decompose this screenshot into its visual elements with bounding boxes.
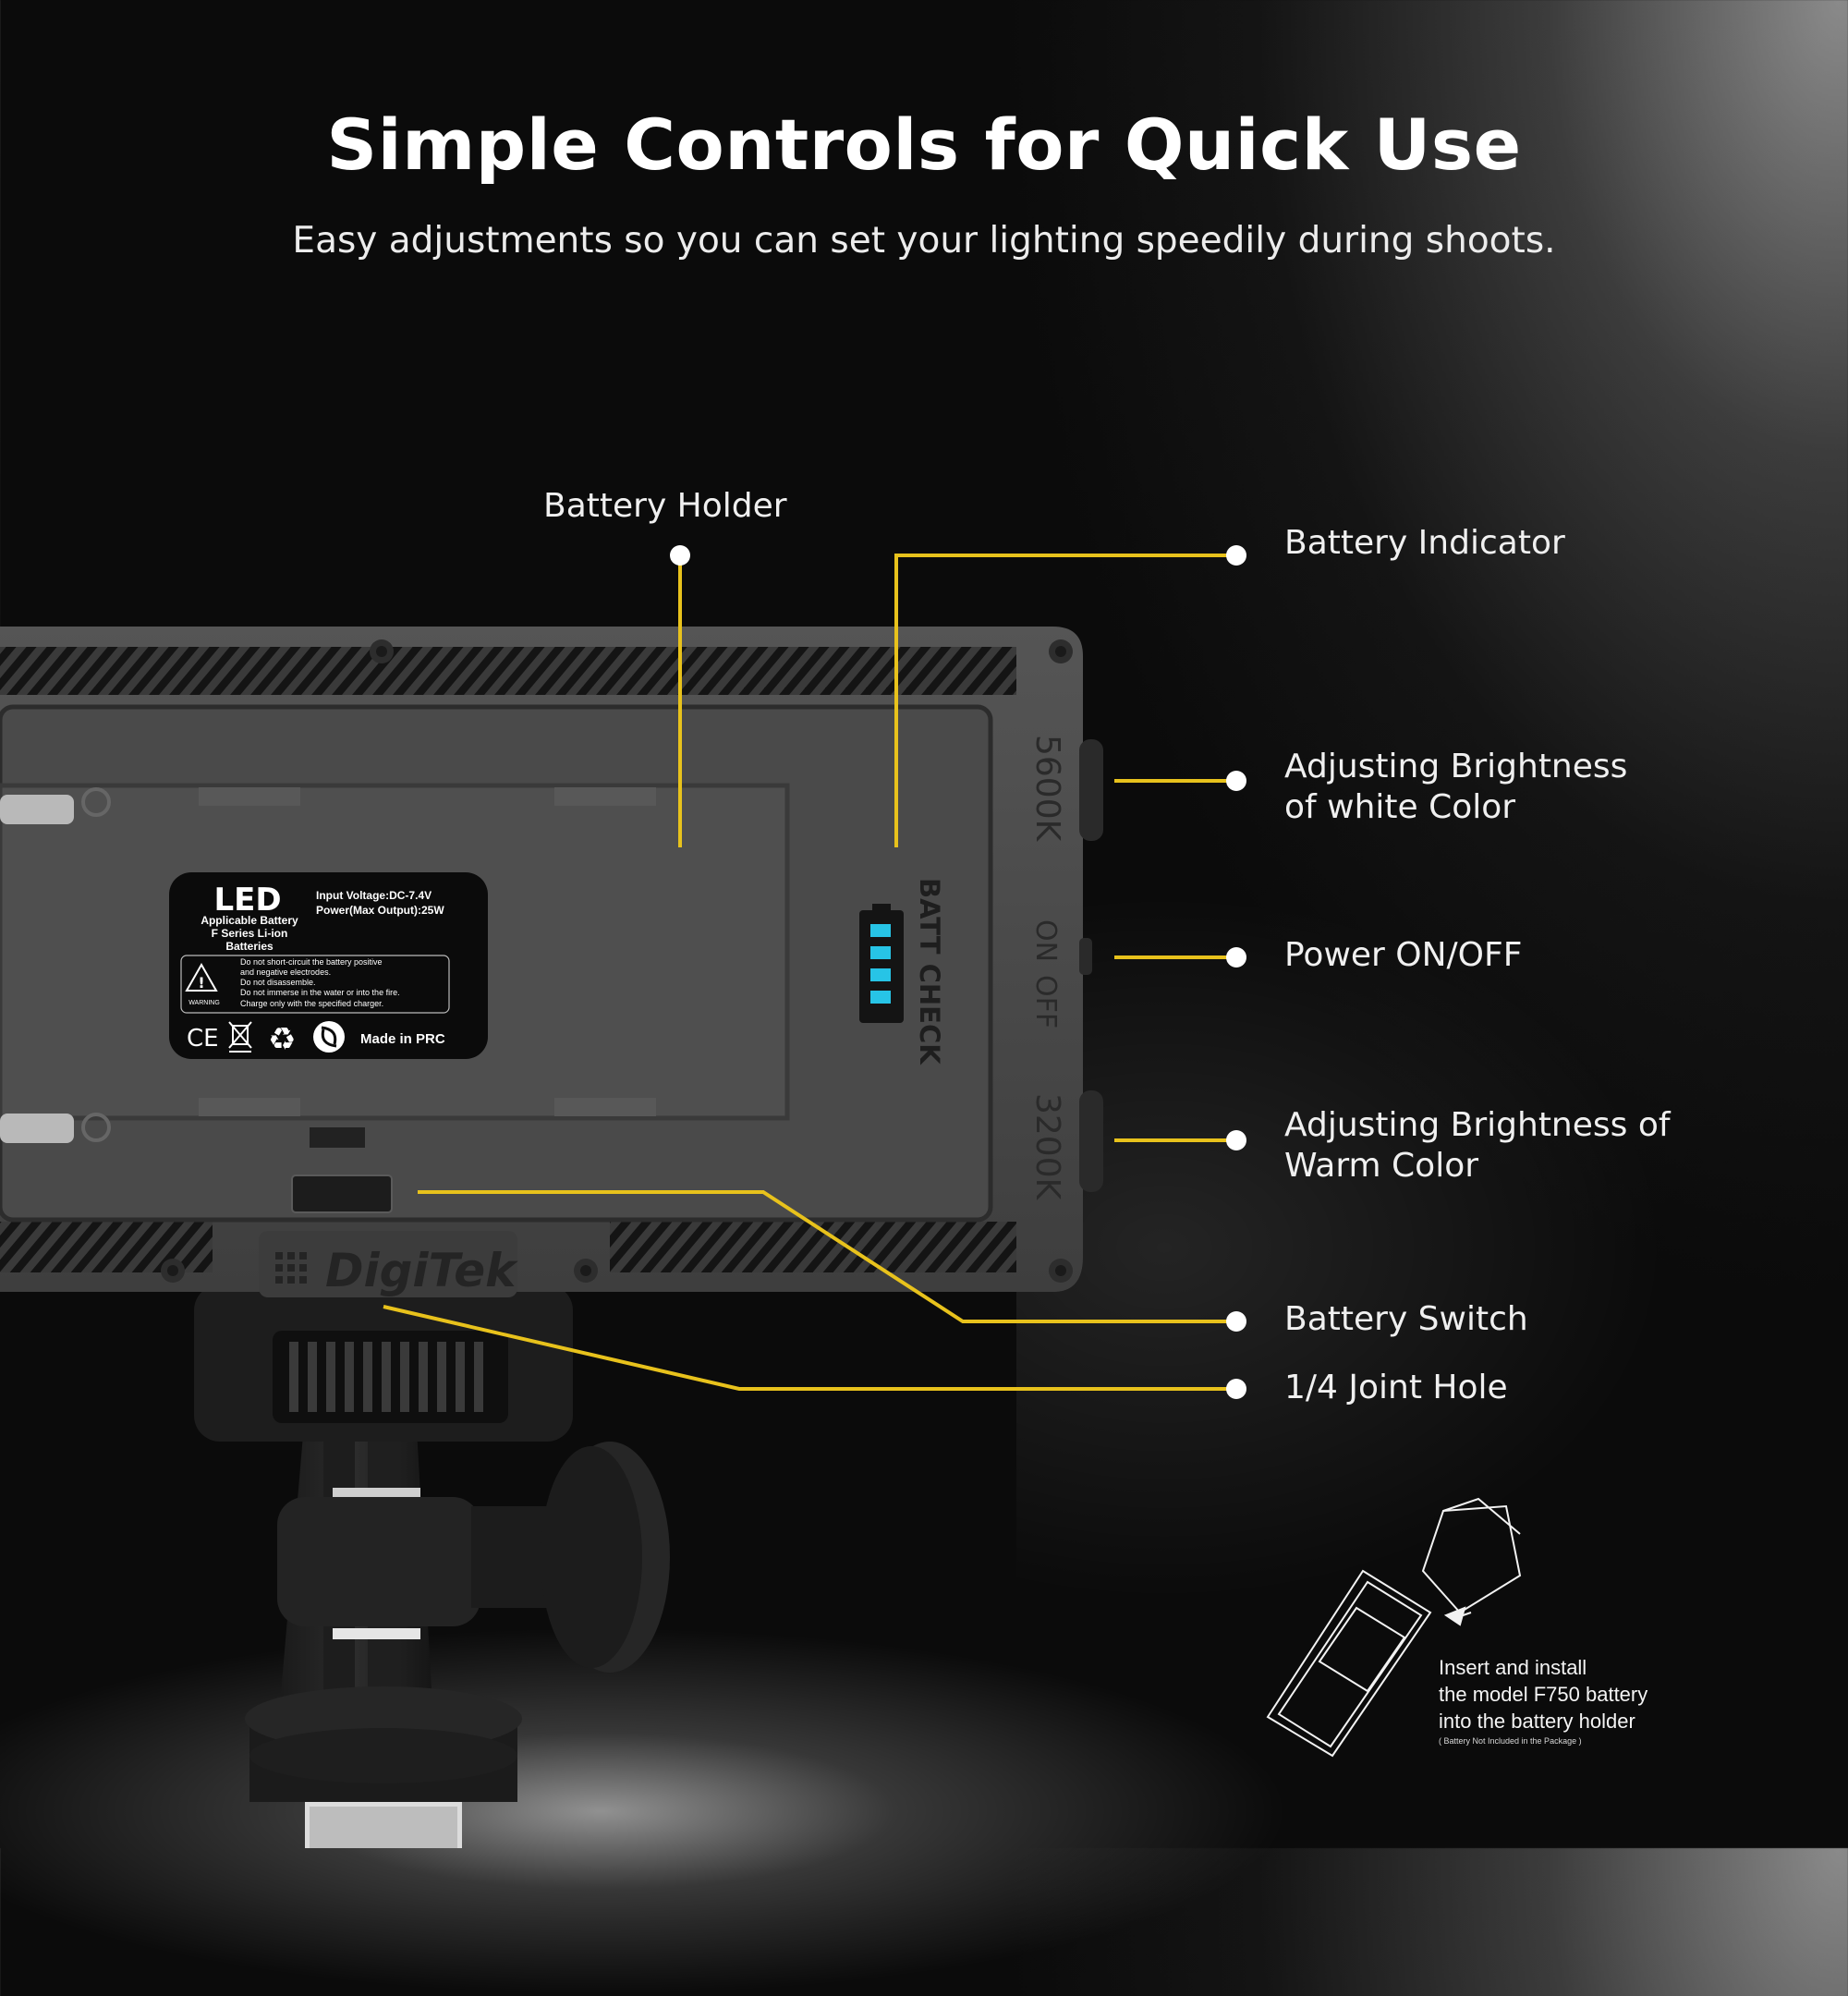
callout-battery-holder: Battery Holder [543,487,787,525]
install-line-2: the model F750 battery [1439,1683,1648,1706]
battery-indicator-leds [859,904,904,1023]
side-light-glow [1016,832,1756,1663]
svg-text:Charge only with the specified: Charge only with the specified charger. [240,999,383,1008]
mount-head [194,1284,573,1442]
svg-text:Do not immerse in the water or: Do not immerse in the water or into the … [240,988,400,997]
page-title: Simple Controls for Quick Use [326,103,1522,186]
callout-white-brightness-line2: of white Color [1284,788,1516,826]
tilt-lock-knob [471,1442,670,1673]
svg-text:LED: LED [213,882,281,919]
weee-bin-icon [228,1021,252,1053]
callout-warm-brightness-line1: Adjusting Brightness of [1284,1106,1671,1144]
product-label-sticker: LED Applicable Battery F Series Li-ion B… [169,872,488,1059]
callout-lines [383,554,1236,1391]
svg-text:Made in PRC: Made in PRC [360,1031,445,1047]
brand-logo: DigiTek [275,1244,518,1297]
install-line-3: into the battery holder [1439,1710,1635,1733]
callout-white-brightness: Adjusting Brightness of white Color [1284,747,1627,828]
svg-text:CE: CE [187,1025,219,1053]
install-instructions: Insert and install the model F750 batter… [1439,1654,1647,1747]
page-subtitle: Easy adjustments so you can set your lig… [292,220,1556,262]
svg-text:!: ! [198,974,204,992]
callout-white-brightness-line1: Adjusting Brightness [1284,748,1628,785]
svg-text:and negative electrodes.: and negative electrodes. [240,968,331,977]
install-line-1: Insert and install [1439,1656,1587,1679]
svg-text:Applicable Battery: Applicable Battery [201,914,298,927]
svg-text:Power(Max Output):25W: Power(Max Output):25W [316,904,444,917]
callout-warm-brightness: Adjusting Brightness of Warm Color [1284,1105,1671,1187]
label-batt-check: BATT CHECK [914,878,945,1065]
svg-text:Do not disassemble.: Do not disassemble. [240,978,316,987]
svg-text:Batteries: Batteries [225,940,274,953]
callout-battery-switch: Battery Switch [1284,1300,1528,1338]
callout-battery-indicator: Battery Indicator [1284,524,1565,562]
svg-text:Input Voltage:DC-7.4V: Input Voltage:DC-7.4V [316,889,432,902]
label-3200k: 3200K [1028,1093,1066,1201]
callout-dots [670,545,1246,1399]
callout-power: Power ON/OFF [1284,936,1523,974]
recycle-icon: ♻ [268,1021,296,1058]
callout-warm-brightness-line2: Warm Color [1284,1147,1479,1185]
svg-text:DigiTek: DigiTek [325,1244,518,1297]
svg-text:F Series Li-ion: F Series Li-ion [212,927,288,940]
install-note: ( Battery Not Included in the Package ) [1439,1736,1582,1746]
callout-joint-hole: 1/4 Joint Hole [1284,1369,1508,1406]
label-on: ON [1029,919,1062,962]
device-illustration: 5600K ON OFF 3200K BATT CHECK DigiTek LE… [0,545,1522,1848]
green-dot-icon [313,1021,345,1053]
svg-text:WARNING: WARNING [188,1000,220,1006]
battery-install-diagram [1266,1497,1522,1758]
mount-stem [245,1414,522,1848]
label-off: OFF [1029,975,1062,1028]
label-5600k: 5600K [1028,735,1066,843]
svg-text:Do not short-circuit the batte: Do not short-circuit the battery positiv… [240,957,383,967]
light-panel-body [0,627,1103,1297]
